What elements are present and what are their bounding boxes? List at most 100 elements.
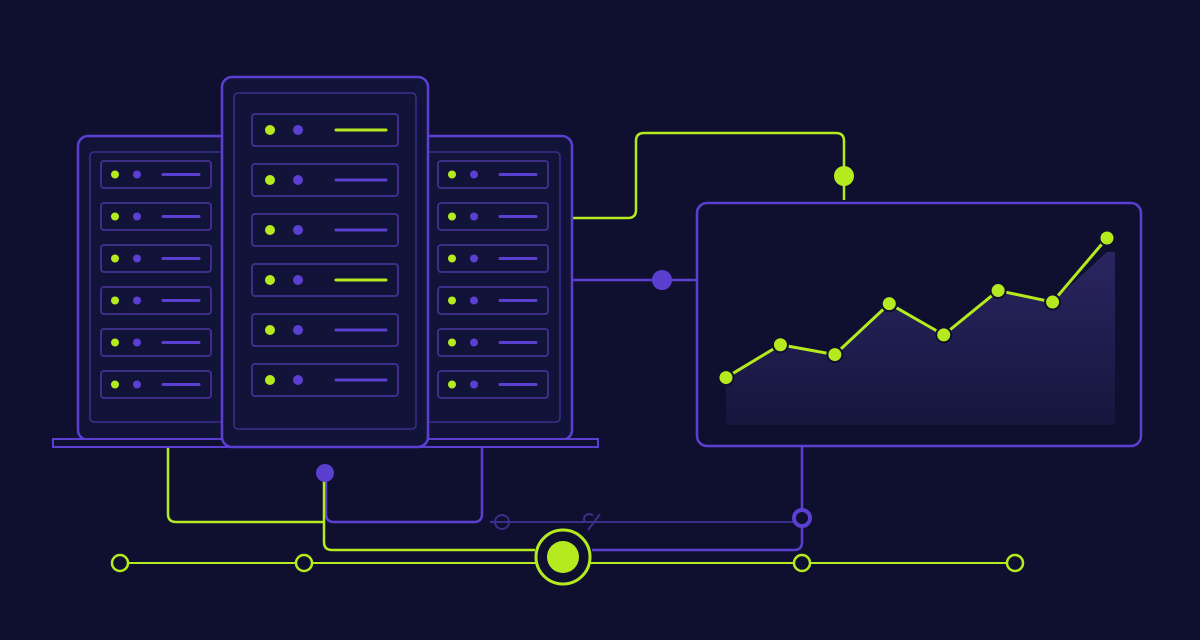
server-unit-frame — [437, 160, 549, 189]
server-unit[interactable] — [437, 328, 549, 357]
status-led-green — [265, 275, 275, 285]
server-unit[interactable] — [100, 160, 212, 189]
status-led-green — [448, 254, 456, 263]
server-unit[interactable] — [251, 163, 399, 197]
chart-points — [717, 229, 1116, 387]
status-led-purple — [293, 325, 303, 335]
green-link-right-rack-to-chart — [572, 131, 846, 220]
server-unit[interactable] — [437, 202, 549, 231]
status-led-purple — [133, 380, 141, 389]
server-unit-frame — [251, 263, 399, 297]
server-unit[interactable] — [100, 286, 212, 315]
server-unit-frame — [100, 202, 212, 231]
server-unit-frame — [437, 202, 549, 231]
server-unit-frame — [437, 328, 549, 357]
center-rack-node[interactable] — [316, 464, 334, 482]
status-led-green — [448, 212, 456, 221]
chart-data-point — [1044, 293, 1062, 311]
server-unit-frame — [100, 328, 212, 357]
status-led-purple — [293, 125, 303, 135]
server-unit[interactable] — [251, 363, 399, 397]
status-led-purple — [470, 296, 478, 305]
chart-bottom-node[interactable] — [792, 508, 812, 528]
status-led-green — [265, 325, 275, 335]
chart-data-point — [989, 282, 1007, 300]
server-unit-frame — [251, 163, 399, 197]
status-led-green — [265, 175, 275, 185]
rack-chart-node[interactable] — [652, 270, 672, 290]
status-led-green — [448, 296, 456, 305]
server-rack-left — [76, 134, 240, 442]
green-link-center-to-main-node — [322, 473, 535, 552]
server-unit[interactable] — [251, 213, 399, 247]
server-unit[interactable] — [251, 263, 399, 297]
status-led-purple — [470, 170, 478, 179]
status-led-purple — [293, 225, 303, 235]
timeline-node[interactable] — [294, 553, 314, 573]
status-led-green — [111, 254, 119, 263]
status-led-green — [448, 380, 456, 389]
server-unit[interactable] — [100, 202, 212, 231]
timeline-node-active[interactable] — [534, 528, 592, 586]
server-unit-frame — [437, 286, 549, 315]
server-unit[interactable] — [100, 328, 212, 357]
link-icon — [494, 513, 601, 531]
status-led-green — [448, 170, 456, 179]
server-unit[interactable] — [251, 113, 399, 147]
status-led-purple — [133, 170, 141, 179]
purple-link-chart-to-main-node — [592, 447, 804, 552]
connectors — [120, 131, 1015, 564]
server-unit[interactable] — [437, 244, 549, 273]
status-led-green — [265, 375, 275, 385]
chart-top-node[interactable] — [834, 166, 854, 186]
status-led-purple — [470, 338, 478, 347]
server-unit-frame — [251, 213, 399, 247]
server-unit[interactable] — [437, 286, 549, 315]
server-unit-frame — [437, 244, 549, 273]
status-led-purple — [293, 375, 303, 385]
chart-data-point — [880, 295, 898, 313]
status-led-purple — [470, 254, 478, 263]
server-unit-frame — [100, 244, 212, 273]
timeline — [110, 528, 1025, 586]
connector-nodes — [316, 166, 854, 528]
chart-data-point — [717, 369, 735, 387]
chart-data-point — [771, 336, 789, 354]
server-unit-frame — [100, 370, 212, 399]
server-unit[interactable] — [251, 313, 399, 347]
status-led-purple — [133, 212, 141, 221]
status-led-purple — [293, 175, 303, 185]
server-unit[interactable] — [100, 370, 212, 399]
green-link-left-rack-down — [166, 447, 324, 524]
status-led-green — [111, 380, 119, 389]
timeline-node[interactable] — [110, 553, 130, 573]
status-led-purple — [470, 380, 478, 389]
status-led-purple — [133, 254, 141, 263]
purple-link-center-rack-down — [324, 447, 484, 524]
server-unit[interactable] — [437, 370, 549, 399]
chart-data-point — [935, 326, 953, 344]
status-led-purple — [293, 275, 303, 285]
status-led-green — [448, 338, 456, 347]
status-led-green — [111, 170, 119, 179]
status-led-purple — [133, 296, 141, 305]
status-led-green — [111, 338, 119, 347]
server-unit[interactable] — [100, 244, 212, 273]
timeline-node[interactable] — [1005, 553, 1025, 573]
status-led-green — [111, 212, 119, 221]
rack-frame — [220, 75, 430, 449]
server-unit-frame — [251, 113, 399, 147]
rack-inner-frame — [233, 92, 417, 430]
chart-data-point — [826, 346, 844, 364]
server-unit-frame — [100, 160, 212, 189]
server-unit-frame — [100, 286, 212, 315]
timeline-node[interactable] — [792, 553, 812, 573]
server-unit[interactable] — [437, 160, 549, 189]
chart-data-point — [1098, 229, 1116, 247]
chart-series-line — [725, 237, 1109, 379]
status-led-green — [111, 296, 119, 305]
status-led-purple — [470, 212, 478, 221]
status-led-green — [265, 125, 275, 135]
server-unit-frame — [437, 370, 549, 399]
